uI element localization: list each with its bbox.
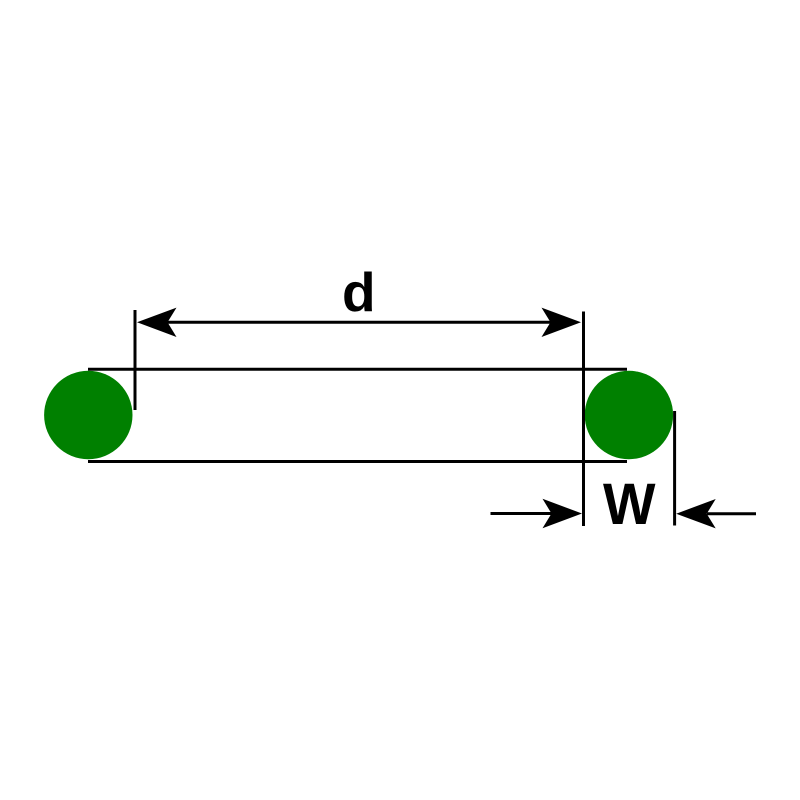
- svg-text:d: d: [342, 261, 376, 323]
- svg-text:W: W: [603, 472, 656, 537]
